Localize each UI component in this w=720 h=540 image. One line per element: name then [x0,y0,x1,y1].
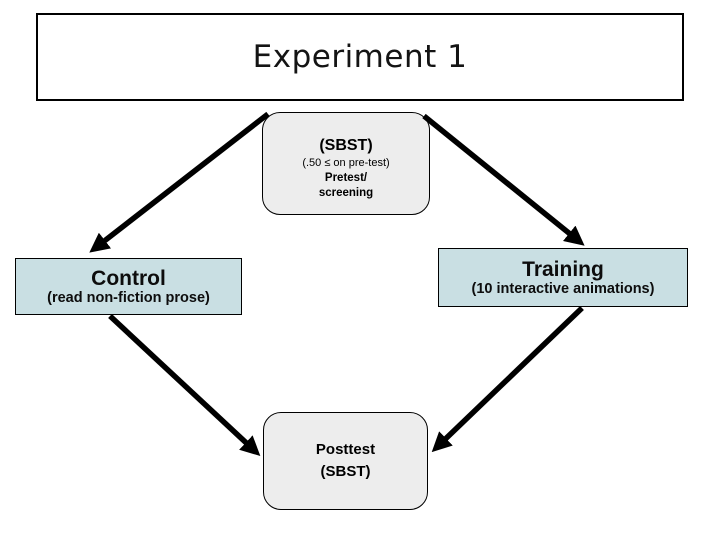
pretest-box-criteria: (.50 ≤ on pre-test) [302,157,390,170]
pretest-box-main-label: (SBST) [319,137,373,155]
arrow-pretest-to-control [89,111,270,253]
posttest-box: Posttest (SBST) [263,412,428,510]
control-box-subtitle: (read non-fiction prose) [47,289,210,306]
pretest-box-label-line2: screening [318,186,374,199]
arrow-training-to-posttest [431,306,584,453]
title-box: Experiment 1 [36,13,684,101]
control-box: Control (read non-fiction prose) [15,258,242,315]
training-box-title: Training [522,257,604,281]
arrow-pretest-to-training [422,113,585,246]
control-box-title: Control [91,266,166,290]
arrow-control-to-posttest [108,313,261,457]
posttest-box-line2: (SBST) [320,463,371,480]
pretest-box: (SBST) (.50 ≤ on pre-test) Pretest/ scre… [262,112,430,215]
pretest-box-label-line1: Pretest/ [324,171,368,184]
training-box: Training (10 interactive animations) [438,248,688,307]
training-box-subtitle: (10 interactive animations) [471,280,655,297]
posttest-box-line1: Posttest [315,440,376,458]
slide-title: Experiment 1 [252,39,468,75]
